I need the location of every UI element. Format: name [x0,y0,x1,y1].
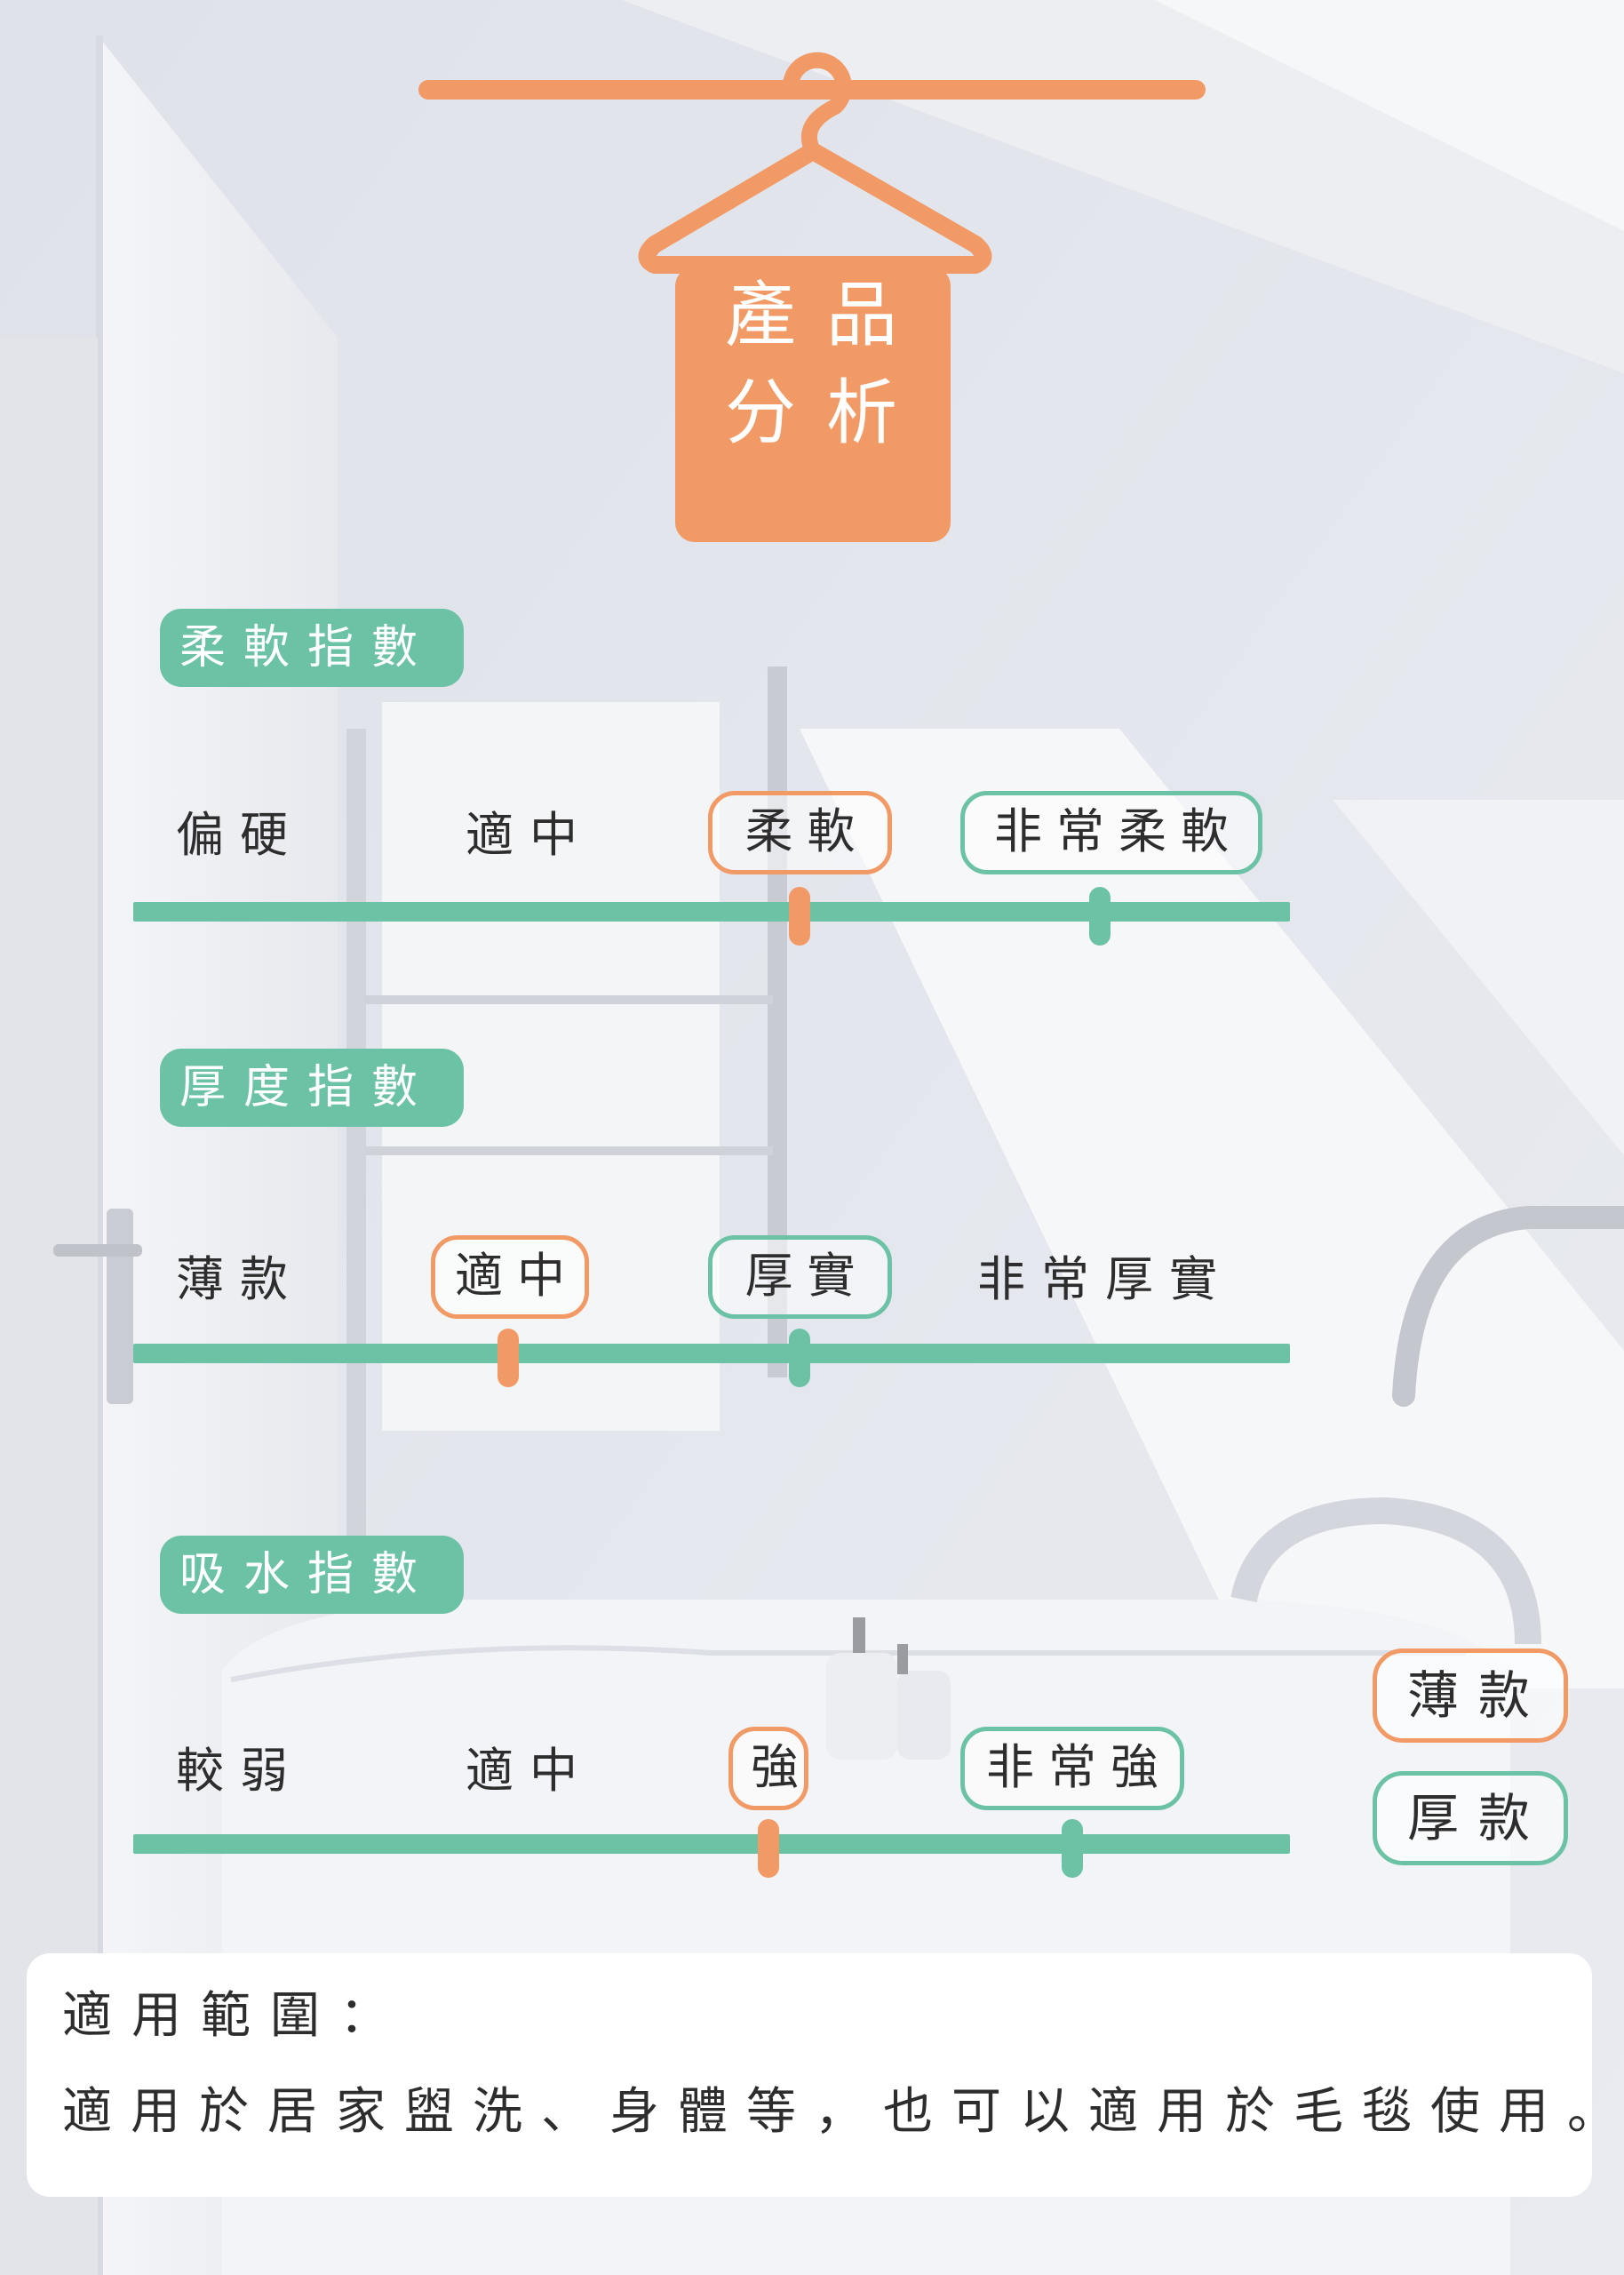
absorbency-level-1: 較弱 [176,1743,304,1799]
softness-level-1: 偏硬 [176,807,304,863]
softness-heading: 柔軟指數 [160,609,464,687]
scope-panel: 適用範圍： 適用於居家盥洗、身體等，也可以適用於毛毯使用。 [27,1953,1624,2197]
softness-thin-marker [789,887,810,946]
legend-thick: 厚款 [1373,1771,1568,1865]
scope-text: 適用於居家盥洗、身體等，也可以適用於毛毯使用。 [62,2083,1624,2141]
softness-scale-bar [133,902,1290,922]
absorbency-level-2: 適中 [466,1743,593,1799]
scope-title: 適用範圍： [62,1987,409,2045]
absorbency-thin-marker-label: 強 [728,1727,808,1810]
title-line-2: 分析 [725,371,927,454]
absorbency-scale-bar [133,1834,1290,1854]
softness-thick-marker-label: 非常柔軟 [960,791,1262,874]
thickness-level-4: 非常厚實 [977,1251,1233,1307]
absorbency-thick-marker-label: 非常強 [960,1727,1184,1810]
legend-thin: 薄款 [1373,1648,1568,1743]
thickness-thick-marker-label: 厚實 [708,1235,892,1319]
softness-thick-marker [1089,887,1111,946]
absorbency-thick-marker [1062,1819,1083,1878]
absorbency-heading: 吸水指數 [160,1536,464,1614]
thickness-scale-bar [133,1344,1290,1363]
thickness-thin-marker-label: 適中 [431,1235,589,1319]
absorbency-thin-marker [758,1819,779,1878]
thickness-thin-marker [498,1329,519,1387]
softness-thin-marker-label: 柔軟 [708,791,892,874]
thickness-heading: 厚度指數 [160,1049,464,1127]
thickness-level-1: 薄款 [176,1251,304,1307]
thickness-thick-marker [789,1329,810,1387]
title-line-1: 產品 [725,274,927,356]
page-title: 產品 分析 [675,267,951,462]
clothes-hanger-icon [418,52,1206,542]
softness-level-2: 適中 [466,807,593,863]
